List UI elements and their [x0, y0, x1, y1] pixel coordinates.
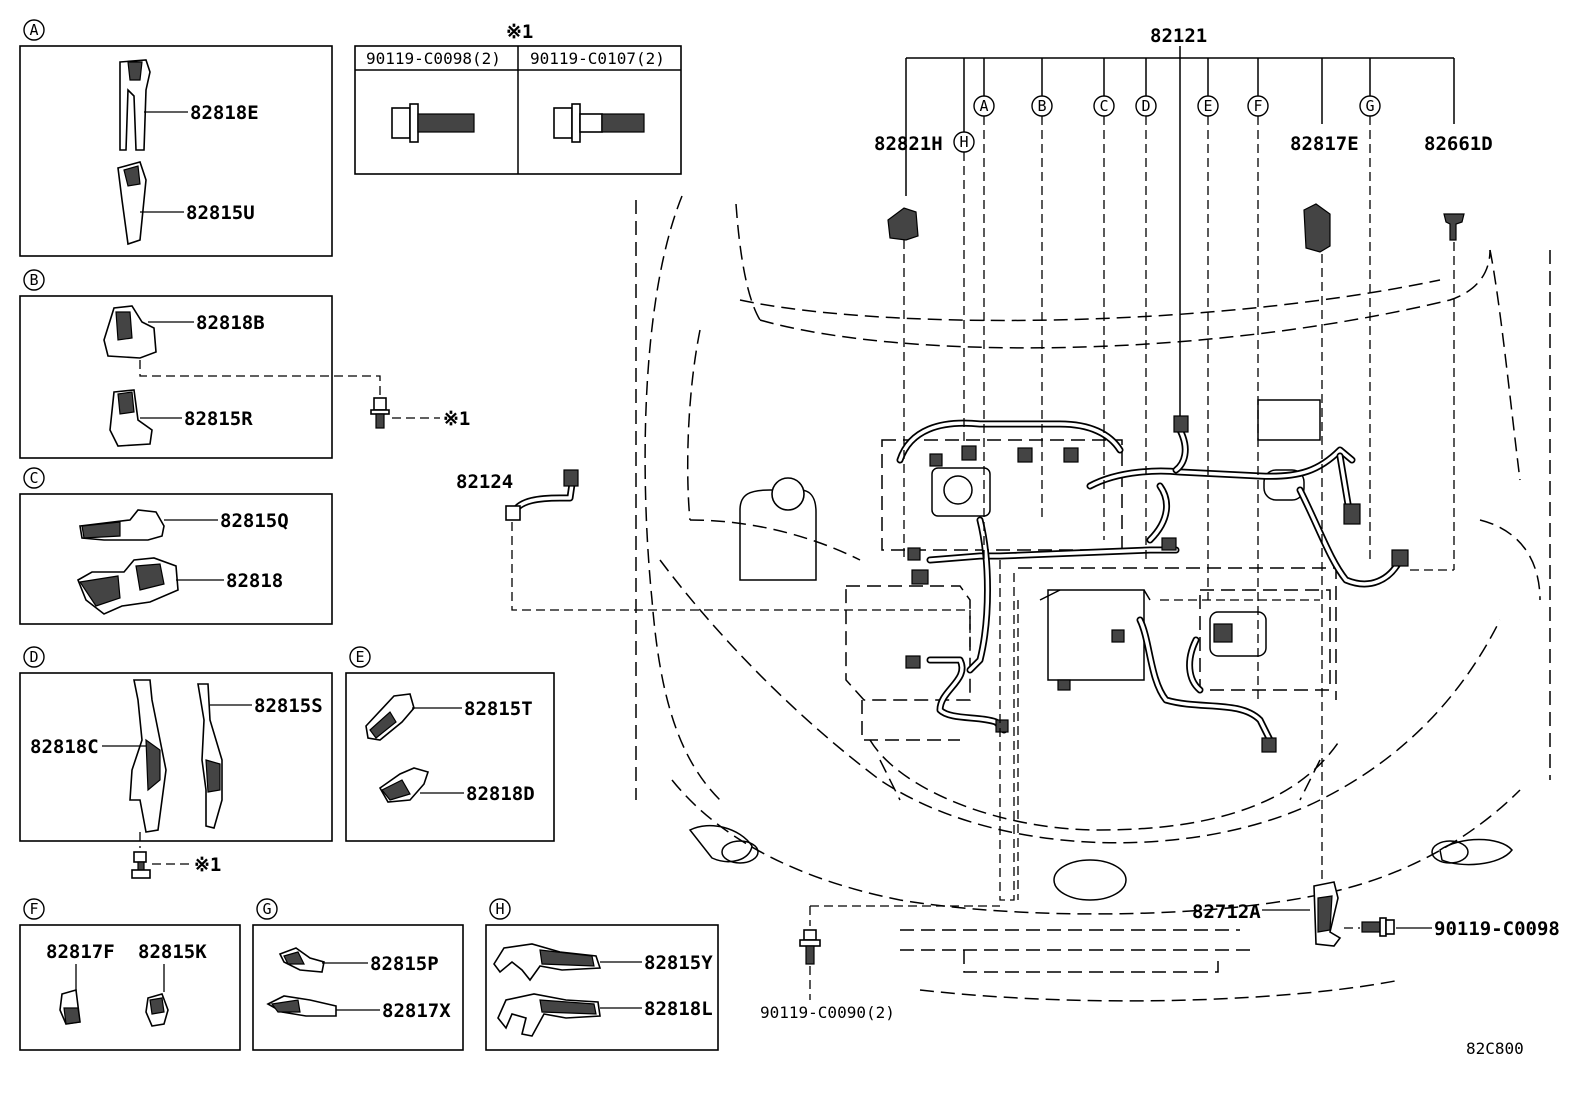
- callout-h: H: [959, 133, 968, 151]
- bolts-table-ref: ※1: [506, 21, 533, 43]
- label-82818b: 82818B: [196, 312, 265, 334]
- label-82124: 82124: [456, 471, 513, 493]
- label-82815r: 82815R: [184, 408, 253, 430]
- label-82815t: 82815T: [464, 698, 533, 720]
- section-b-letter: B: [29, 271, 38, 289]
- section-a: A 82818E 82815U: [19, 19, 333, 257]
- label-82815y: 82815Y: [644, 952, 713, 974]
- bolt-d-icon: [131, 851, 151, 879]
- part-82817e-shape: [1303, 203, 1331, 253]
- section-h-marker: [489, 898, 511, 920]
- section-e-letter: E: [355, 648, 364, 666]
- part-82661d-shape: [1443, 213, 1465, 241]
- label-bolt-right: 90119-C0098: [1434, 918, 1560, 940]
- part-82821h-shape: [887, 207, 919, 241]
- note-d: ※1: [194, 854, 221, 876]
- figure-id: 82C800: [1466, 1039, 1524, 1058]
- bolt-c0098-icon: [391, 103, 475, 143]
- label-82661d: 82661D: [1424, 133, 1493, 155]
- section-c-letter: C: [29, 469, 38, 487]
- section-b-box: [19, 295, 333, 459]
- section-f-letter: F: [29, 900, 38, 918]
- section-e: E 82815T 82818D: [345, 646, 555, 842]
- section-b-marker: [23, 269, 45, 291]
- label-82815k: 82815K: [138, 941, 207, 963]
- label-bolt-bottom: 90119-C0090(2): [760, 1003, 895, 1022]
- label-82818c: 82818C: [30, 736, 99, 758]
- bolt-b-icon: [370, 397, 390, 429]
- section-g-marker: [256, 898, 278, 920]
- section-c-box: [19, 493, 333, 625]
- section-d-letter: D: [29, 648, 38, 666]
- section-d-marker: [23, 646, 45, 668]
- label-82815s: 82815S: [254, 695, 323, 717]
- section-a-marker: [23, 19, 45, 41]
- callout-b: B: [1037, 97, 1046, 115]
- section-h: H 82815Y 82818L: [485, 898, 719, 1051]
- section-c: C 82815Q 82818: [19, 467, 333, 625]
- label-82815u: 82815U: [186, 202, 255, 224]
- callout-e: E: [1203, 97, 1212, 115]
- label-82821h: 82821H: [874, 133, 943, 155]
- label-82818: 82818: [226, 570, 283, 592]
- bolt-bottom: 90119-C0090(2): [760, 929, 895, 1022]
- section-f-marker: [23, 898, 45, 920]
- part-82815s-shape: [197, 683, 223, 829]
- callout-f: F: [1253, 97, 1262, 115]
- section-g-box: [252, 924, 464, 1051]
- bolt-bottom-icon: [799, 929, 821, 965]
- label-82817f: 82817F: [46, 941, 115, 963]
- section-h-box: [485, 924, 719, 1051]
- label-82817x: 82817X: [382, 1000, 451, 1022]
- callout-c: C: [1099, 97, 1108, 115]
- section-a-box: [19, 45, 333, 257]
- section-e-box: [345, 672, 555, 842]
- label-82815q: 82815Q: [220, 510, 289, 532]
- section-h-letter: H: [495, 900, 504, 918]
- section-f-box: [19, 924, 241, 1051]
- callout-g: G: [1365, 97, 1374, 115]
- harness-82121-callouts: 82121 82821H H A B C D: [809, 25, 1493, 926]
- callout-a: A: [979, 97, 988, 115]
- section-d: D 82818C 82815S ※1: [19, 646, 333, 879]
- part-82124: 82124: [456, 469, 971, 650]
- section-a-letter: A: [29, 21, 38, 39]
- label-82712a: 82712A: [1192, 901, 1261, 923]
- note-b: ※1: [443, 408, 470, 430]
- bolts-header-2: 90119-C0107(2): [530, 49, 665, 68]
- section-g: G 82815P 82817X: [252, 898, 464, 1051]
- section-d-box: [19, 672, 333, 842]
- label-82817e: 82817E: [1290, 133, 1359, 155]
- callout-d: D: [1141, 97, 1150, 115]
- bolt-c0107-icon: [553, 103, 645, 143]
- label-82818d: 82818D: [466, 783, 535, 805]
- engine-bay-illustration: [635, 195, 1551, 1002]
- section-g-letter: G: [262, 900, 271, 918]
- part-82818e-shape: [119, 59, 151, 151]
- bolt-right-icon: [1361, 917, 1395, 937]
- label-82818e: 82818E: [190, 102, 259, 124]
- label-82121: 82121: [1150, 25, 1207, 47]
- section-e-marker: [349, 646, 371, 668]
- section-c-marker: [23, 467, 45, 489]
- section-f: F 82817F 82815K: [19, 898, 241, 1051]
- label-82815p: 82815P: [370, 953, 439, 975]
- part-82712a: 82712A 90119-C0098: [1192, 881, 1560, 947]
- bolts-header-1: 90119-C0098(2): [366, 49, 501, 68]
- label-82818l: 82818L: [644, 998, 713, 1020]
- bolts-table: ※1 90119-C0098(2) 90119-C0107(2): [354, 21, 682, 175]
- section-b: B 82818B 82815R ※1: [19, 269, 470, 459]
